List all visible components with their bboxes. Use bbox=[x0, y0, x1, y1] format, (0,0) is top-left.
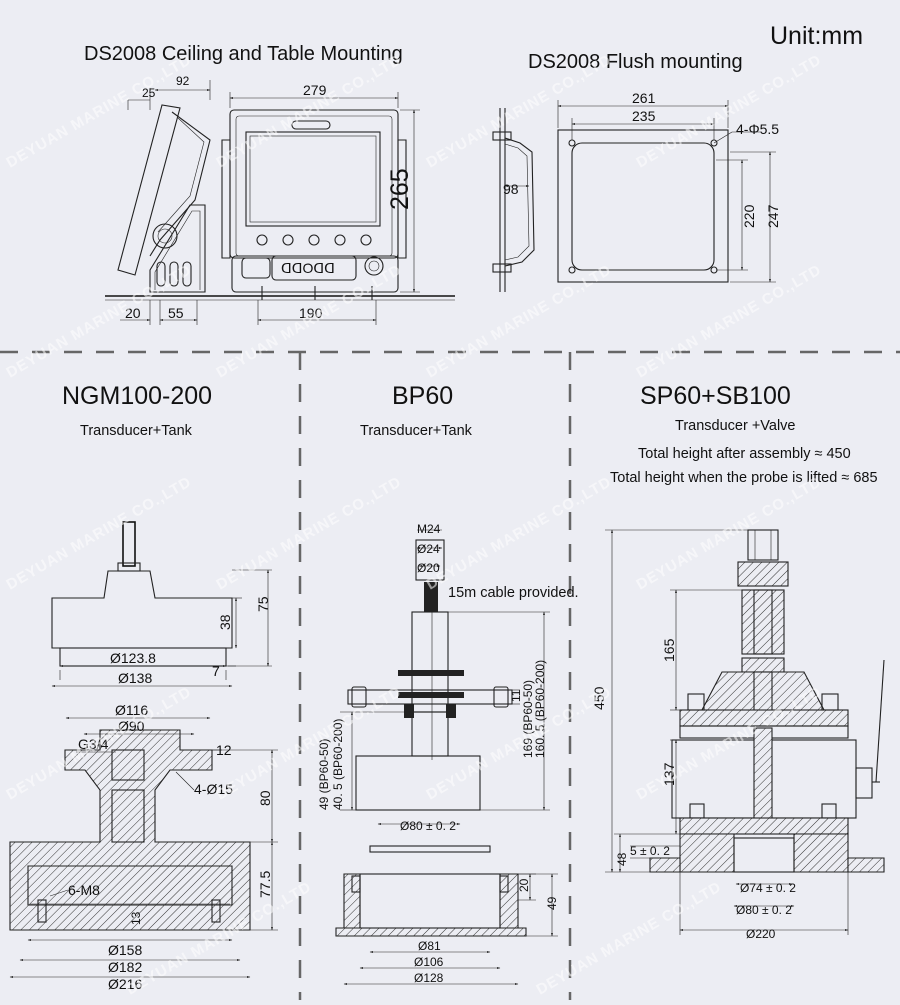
sp60-sb100-view: SP60+SB100 Transducer +Valve Total heigh… bbox=[591, 382, 885, 941]
sp-note-assembly: Total height after assembly ≈ 450 bbox=[638, 446, 851, 462]
dim-450: 450 bbox=[591, 686, 607, 710]
watermark: DEYUAN MARINE CO.,LTD bbox=[424, 261, 615, 381]
flush-cutout bbox=[557, 129, 729, 283]
dim-38: 38 bbox=[217, 614, 233, 630]
dim-77-5: 77.5 bbox=[257, 871, 273, 898]
dim-74: Ø74 ± 0. 2 bbox=[740, 881, 796, 895]
dim-75: 75 bbox=[255, 596, 271, 612]
watermark: DEYUAN MARINE CO.,LTD bbox=[424, 51, 615, 171]
dim-220: 220 bbox=[741, 204, 757, 228]
bp60-view: BP60 Transducer+Tank M24 Ø24 Ø20 15m cab… bbox=[317, 382, 579, 986]
cable-note: 15m cable provided. bbox=[448, 585, 579, 601]
dim-265: 265 bbox=[386, 168, 414, 210]
dim-216: Ø216 bbox=[108, 976, 142, 992]
watermark: DEYUAN MARINE CO.,LTD bbox=[214, 473, 405, 593]
dim-m8: 6-M8 bbox=[68, 882, 100, 898]
dim-55: 55 bbox=[168, 305, 184, 321]
ceiling-title: DS2008 Ceiling and Table Mounting bbox=[84, 43, 403, 65]
watermark: DEYUAN MARINE CO.,LTD bbox=[634, 473, 825, 593]
dim-98: 98 bbox=[503, 181, 519, 197]
dim-137: 137 bbox=[661, 762, 677, 786]
dim-160: 160. 5 (BP60-200) bbox=[533, 660, 547, 758]
svg-text:ᗡᗡOᗡᗡ: ᗡᗡOᗡᗡ bbox=[281, 260, 335, 276]
section-separators bbox=[0, 350, 900, 1000]
dim-t49: 49 bbox=[545, 896, 559, 910]
dim-235: 235 bbox=[632, 108, 656, 124]
watermark: DEYUAN MARINE CO.,LTD bbox=[4, 51, 195, 171]
dim-holes-15: 4-Ø15 bbox=[194, 781, 233, 797]
dim-80-bp: Ø80 ± 0. 2 bbox=[400, 819, 456, 833]
watermark: DEYUAN MARINE CO.,LTD bbox=[4, 261, 195, 381]
dim-d20: Ø20 bbox=[417, 561, 440, 575]
watermark: DEYUAN MARINE CO.,LTD bbox=[4, 473, 195, 593]
dim-80-sp: Ø80 ± 0. 2 bbox=[736, 903, 792, 917]
dim-190: 190 bbox=[299, 305, 323, 321]
ds2008-flush-view: DS2008 Flush mounting 98 261 235 4-Φ5.5 … bbox=[492, 51, 781, 292]
watermark: DEYUAN MARINE CO.,LTD bbox=[214, 683, 405, 803]
dim-7: 7 bbox=[212, 663, 220, 679]
dim-92: 92 bbox=[176, 74, 190, 88]
sp-note-lifted: Total height when the probe is lifted ≈ … bbox=[610, 470, 878, 486]
dim-d24: Ø24 bbox=[417, 542, 440, 556]
ds2008-ceiling-table-view: DS2008 Ceiling and Table Mounting 25 92 … bbox=[84, 43, 455, 325]
dim-48: 48 bbox=[615, 852, 629, 866]
dim-80: 80 bbox=[257, 790, 273, 806]
dim-165: 165 bbox=[661, 638, 677, 662]
dim-13: 13 bbox=[129, 911, 143, 925]
ngm-title: NGM100-200 bbox=[62, 382, 212, 410]
dim-128: Ø128 bbox=[414, 971, 444, 985]
ngm100-200-view: NGM100-200 Transducer+Tank 75 38 7 Ø123.… bbox=[9, 382, 278, 992]
dim-20: 20 bbox=[125, 305, 141, 321]
bp-subtitle: Transducer+Tank bbox=[360, 423, 473, 439]
dim-182: Ø182 bbox=[108, 959, 142, 975]
watermark: DEYUAN MARINE CO.,LTD bbox=[424, 473, 615, 593]
unit-label: Unit:mm bbox=[770, 22, 863, 50]
flush-title: DS2008 Flush mounting bbox=[528, 51, 743, 73]
dim-90: Ø90 bbox=[118, 718, 145, 734]
dim-169: 169 (BP60-50) bbox=[521, 680, 535, 758]
dim-40-5: 40. 5 (BP60-200) bbox=[331, 719, 345, 810]
display-screen bbox=[245, 131, 381, 227]
dim-5: 5 ± 0. 2 bbox=[630, 844, 670, 858]
sp-title: SP60+SB100 bbox=[640, 382, 791, 410]
dim-220-sp: Ø220 bbox=[746, 927, 776, 941]
dim-m24: M24 bbox=[417, 522, 441, 536]
bp-title: BP60 bbox=[392, 382, 453, 410]
watermark: DEYUAN MARINE CO.,LTD bbox=[534, 878, 725, 998]
dim-123: Ø123.8 bbox=[110, 650, 156, 666]
dim-holes: 4-Φ5.5 bbox=[736, 121, 779, 137]
dim-247: 247 bbox=[765, 204, 781, 228]
dim-261: 261 bbox=[632, 90, 656, 106]
sp-subtitle: Transducer +Valve bbox=[675, 418, 796, 434]
watermark: DEYUAN MARINE CO.,LTD bbox=[634, 261, 825, 381]
ngm-subtitle: Transducer+Tank bbox=[80, 423, 193, 439]
dim-279: 279 bbox=[303, 82, 327, 98]
dim-116: Ø116 bbox=[115, 702, 148, 718]
dim-t20: 20 bbox=[517, 878, 531, 892]
dim-g34: G3/4 bbox=[78, 736, 109, 752]
dim-11: 11 bbox=[509, 689, 523, 702]
dim-25: 25 bbox=[142, 86, 156, 100]
dim-158: Ø158 bbox=[108, 942, 142, 958]
dim-49: 49 (BP60-50) bbox=[317, 739, 331, 810]
dim-138: Ø138 bbox=[118, 670, 152, 686]
dim-106: Ø106 bbox=[414, 955, 444, 969]
dim-81: Ø81 bbox=[418, 939, 441, 953]
